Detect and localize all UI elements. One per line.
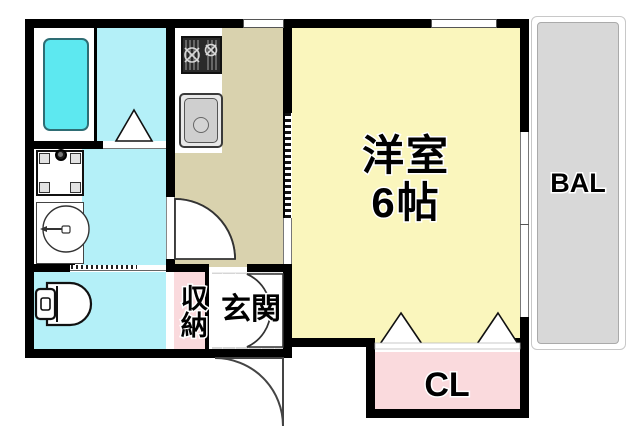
window-room-top [431,19,497,28]
wall-left-outer [25,19,34,358]
toilet-door-rail [70,270,166,271]
wall-bottom-left [25,349,284,358]
room-storage [174,272,209,349]
wall-closet-right-side [520,338,529,418]
wall-top-right [497,19,529,28]
entrance-step [211,274,247,347]
balcony-door-rail [520,224,529,225]
wall-washroom-kitchen-3 [166,259,175,267]
wall-room-right-top [520,19,529,132]
window-kitchen-top [243,19,284,28]
bath-folding-door-sill [103,141,166,149]
wall-toilet-top [25,264,75,272]
toilet-door-hatch [71,265,137,269]
room-sliding-door-hatch [284,113,291,218]
room-washroom-lower [82,148,166,267]
wall-washroom-kitchen-2 [166,153,175,197]
label-balcony: BAL [549,168,607,199]
label-western-room: 洋室 6帖 [330,130,482,230]
washer-pan-corner-tr [70,153,81,164]
room-western [292,28,520,346]
wall-closet-right [511,338,520,347]
wash-basin-box [36,202,84,264]
room-closet [375,352,520,418]
wall-bath-bottom [25,141,103,149]
label-entrance: 玄関 [220,292,283,326]
wall-top-mid [284,19,431,28]
balcony-outer-edge [531,16,626,350]
room-balcony [537,22,619,344]
label-western-room-line1: 洋室 [360,132,450,180]
wall-room-left-top [283,28,292,113]
wall-storage-right [205,272,209,349]
wall-bath-right [94,28,97,141]
kitchen-door-opening [166,197,175,259]
label-closet: CL [423,365,471,404]
wall-room-bottom-left [283,338,375,347]
label-storage: 収納 [175,283,208,340]
wall-room-left-bottom [283,264,292,358]
wall-closet-left [366,347,375,418]
kitchen-sink-drain [193,117,209,133]
wall-room-right-bottom [520,317,529,347]
washer-drain-inner [58,152,63,157]
wall-top-left [25,19,243,28]
washer-pan-corner-bl [39,182,50,193]
entrance-door-swing [214,357,284,427]
room-sliding-door-panel [283,218,292,264]
wall-room-left-hatchframe [283,113,285,218]
bathtub [43,38,89,131]
washer-pan-corner-tl [39,153,50,164]
storage-door-gap [209,272,212,349]
gas-stove [181,36,222,74]
wall-entrance-top [247,264,292,272]
label-western-room-line2: 6帖 [370,179,441,226]
wall-closet-bottom [366,409,529,418]
room-toilet [34,272,166,349]
wall-kitchen-bottom [166,264,209,272]
wall-washroom-kitchen [166,28,175,153]
room-washroom-upper [96,28,166,141]
washer-pan-corner-br [70,182,81,193]
